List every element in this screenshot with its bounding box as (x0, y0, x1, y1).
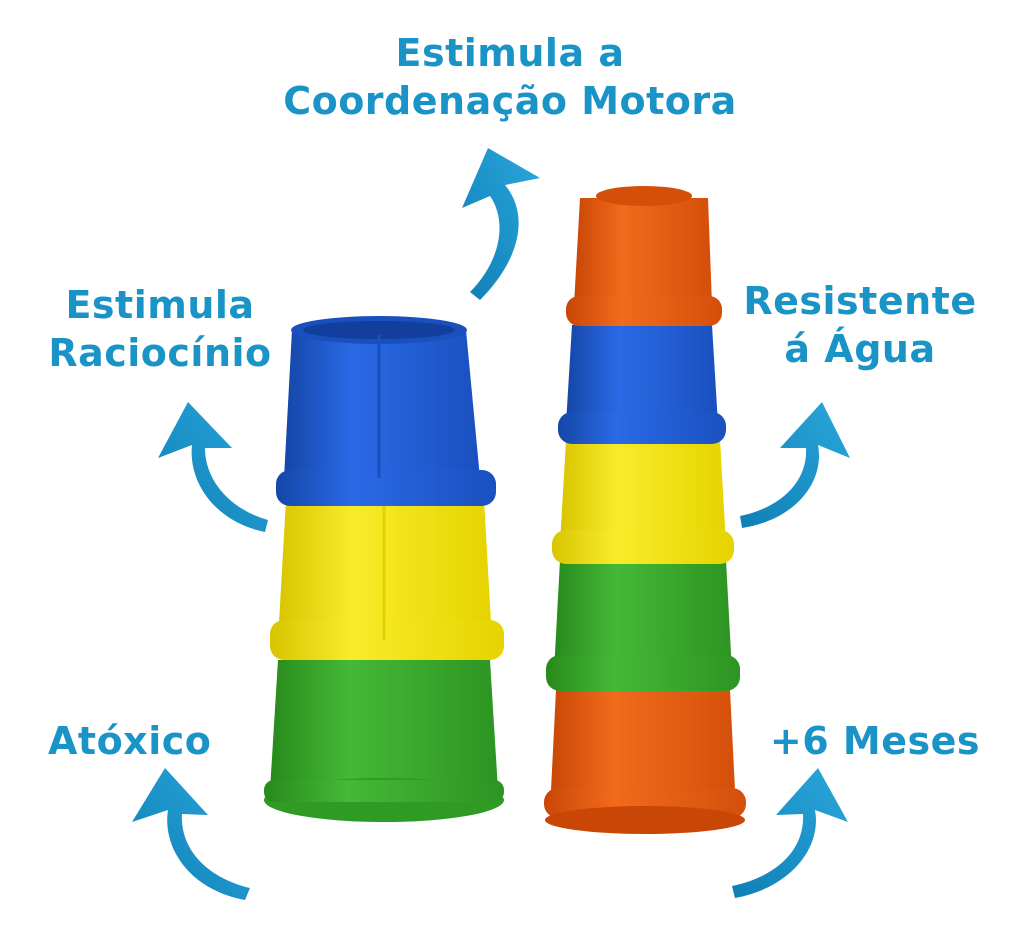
feature-left-upper-line2: Raciocínio (48, 330, 272, 375)
feature-top-line2: Coordenação Motora (283, 78, 737, 123)
feature-left-upper-line1: Estimula (65, 283, 255, 327)
feature-top: Estimula a Coordenação Motora (250, 30, 770, 125)
stacking-cups-right (544, 186, 746, 834)
feature-right-lower: +6 Meses (769, 719, 980, 763)
feature-top-line1: Estimula a (395, 31, 625, 75)
arrow-left-lower-icon (132, 768, 250, 900)
feature-right-upper-line1: Resistente (743, 279, 977, 323)
arrow-top-icon (462, 148, 540, 300)
feature-right-upper-line2: á Água (784, 326, 936, 371)
arrow-right-upper-icon (740, 402, 850, 528)
arrow-left-upper-icon (158, 402, 268, 532)
feature-right-upper: Resistente á Água (730, 278, 990, 373)
arrow-right-lower-icon (732, 768, 848, 898)
feature-left-upper: Estimula Raciocínio (40, 282, 280, 377)
feature-left-lower: Atóxico (48, 719, 212, 763)
stacking-cups-left (264, 316, 504, 822)
